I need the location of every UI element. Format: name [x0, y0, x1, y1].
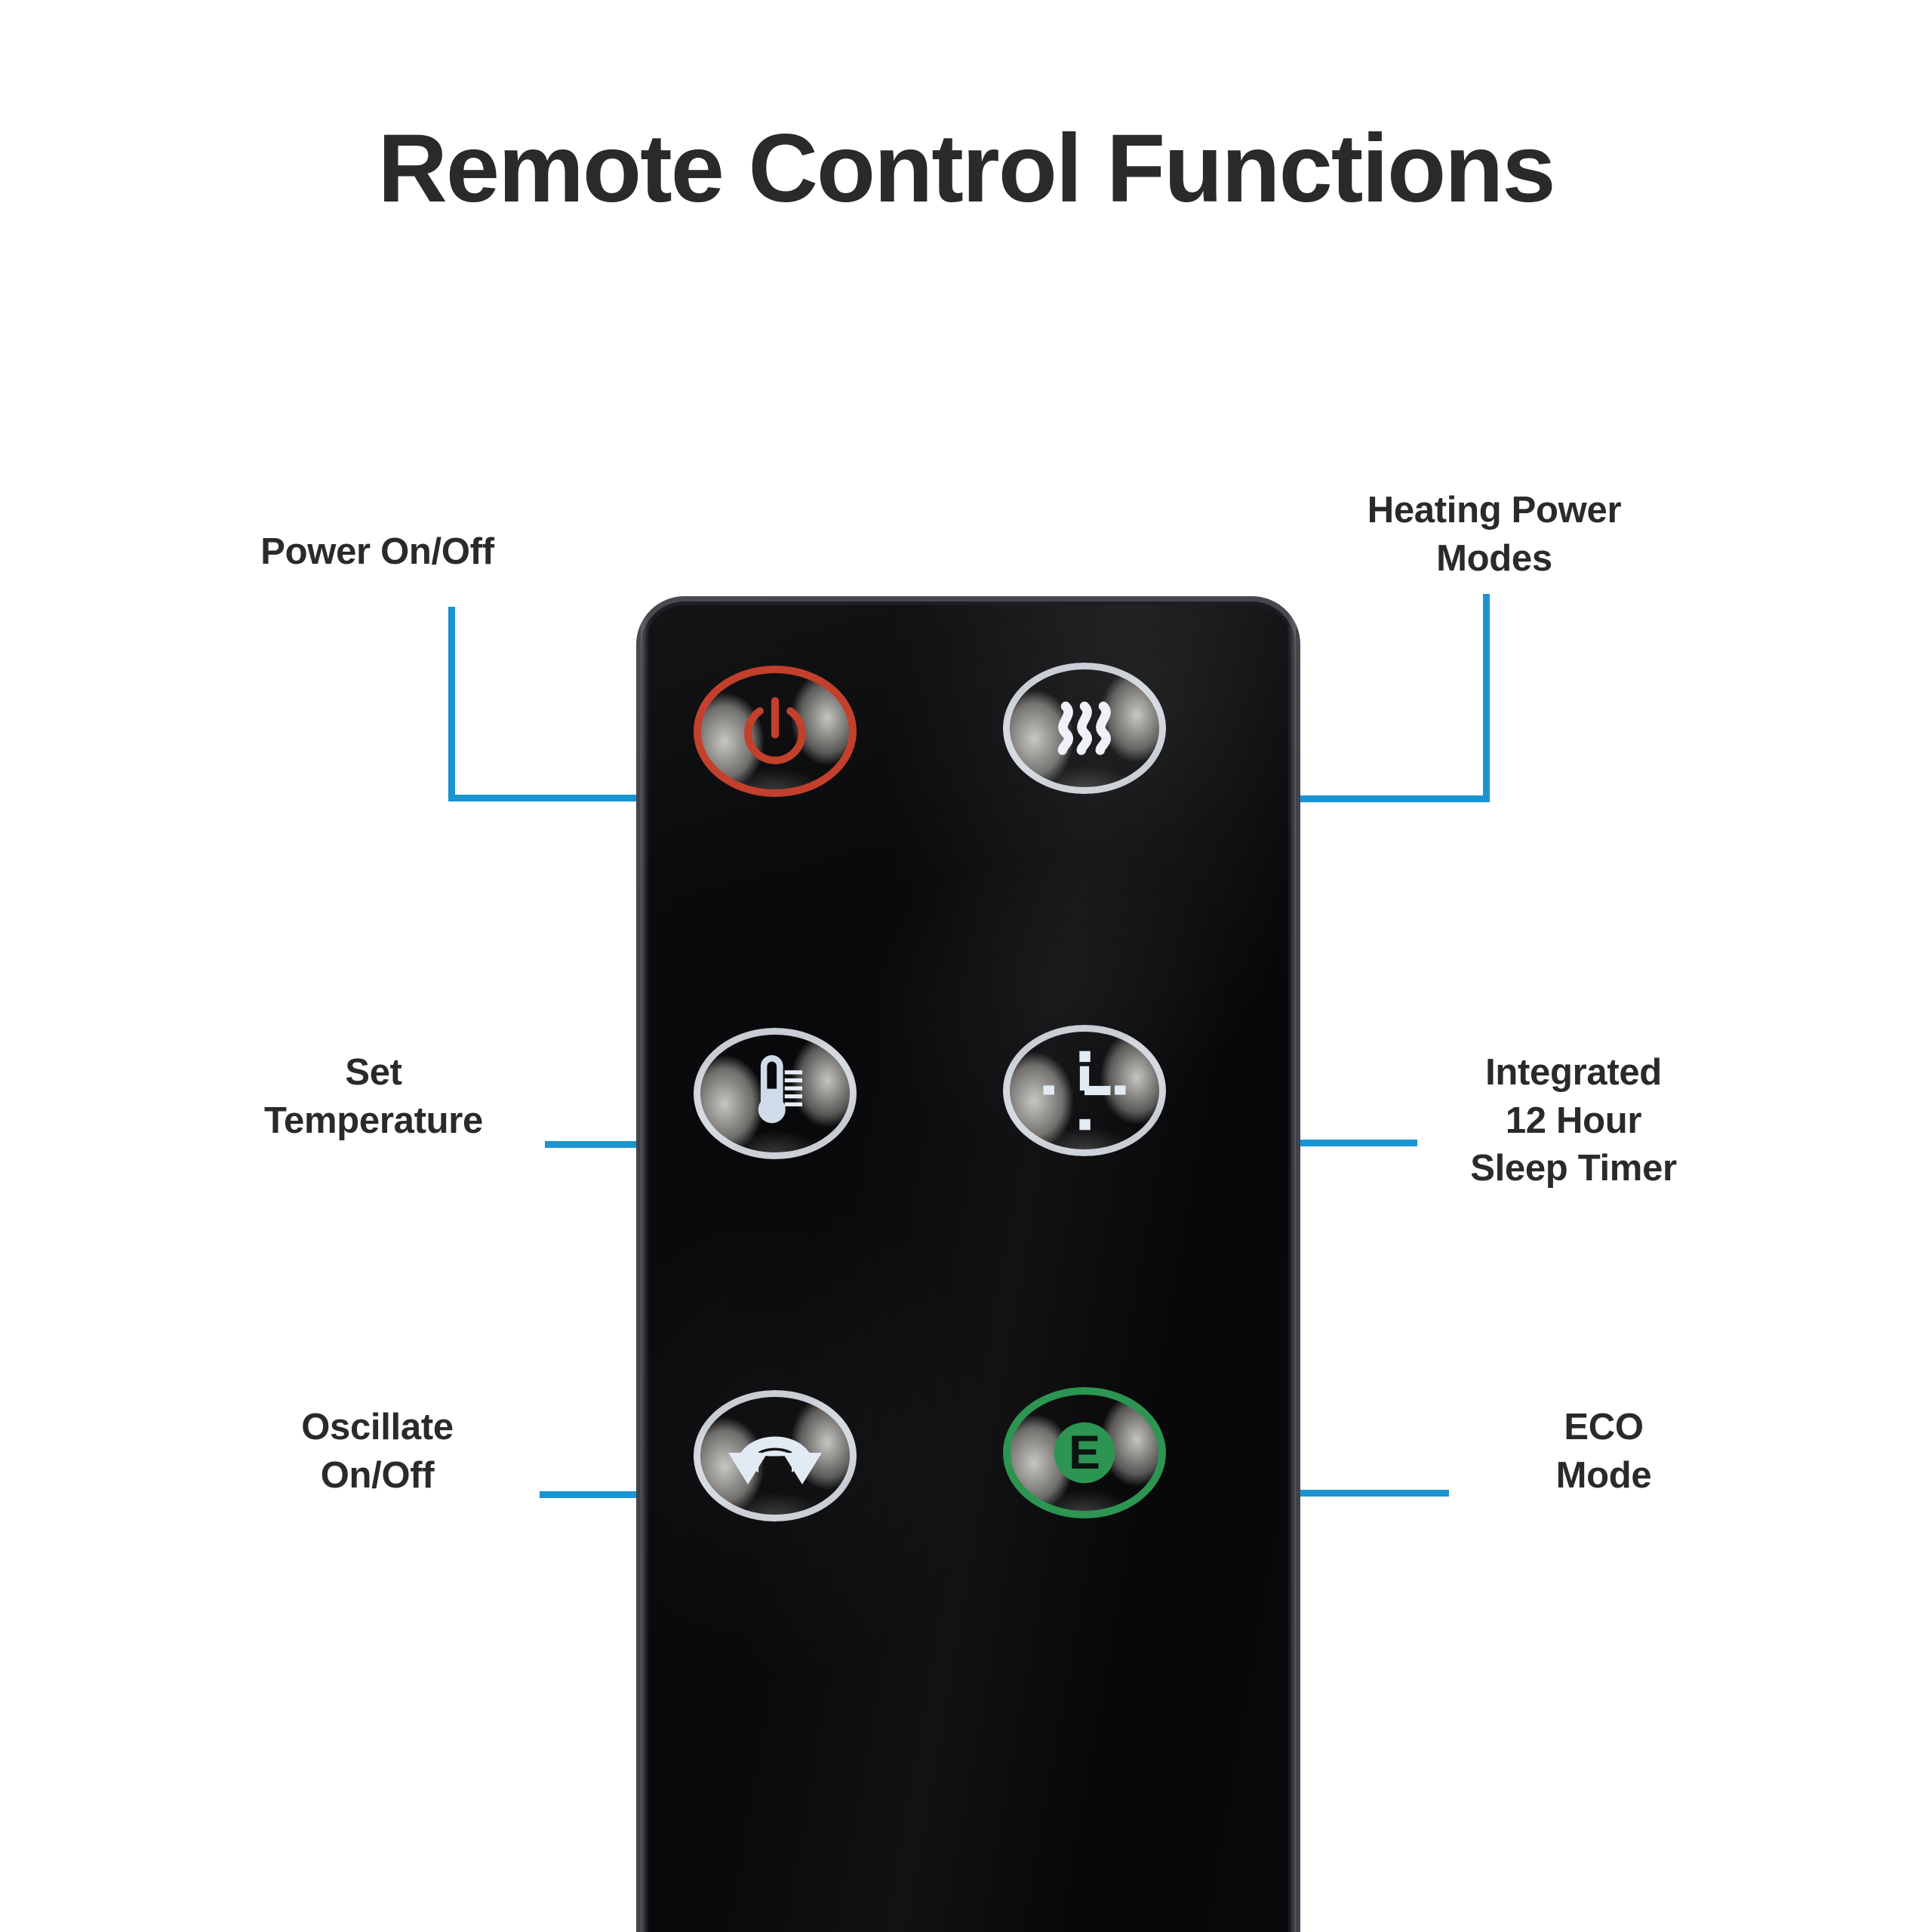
thermometer-icon [758, 1055, 803, 1124]
callout-label-heating-line2: Modes [1436, 537, 1552, 579]
callout-label-eco-line1: ECO [1564, 1407, 1644, 1447]
callout-label-oscillate-line1: Oscillate [301, 1407, 454, 1447]
callout-label-heating-line1: Heating Power [1367, 490, 1622, 531]
eco-letter: E [1069, 1426, 1100, 1479]
callout-label-temperature-line1: Set [345, 1052, 402, 1093]
sleep-timer-button[interactable] [1003, 1025, 1166, 1156]
oscillate-button[interactable] [694, 1390, 857, 1521]
heat-waves-icon [1057, 701, 1111, 755]
callout-label-eco: ECO Mode [1457, 1404, 1751, 1500]
eco-mode-button[interactable]: E [1003, 1387, 1166, 1518]
connector-power-vertical [448, 607, 455, 801]
power-icon [744, 697, 806, 764]
connector-heating-vertical [1483, 594, 1490, 802]
remote-control-body: E [636, 596, 1300, 1932]
connector-oscillate [540, 1491, 706, 1498]
callout-label-temperature: Set Temperature [219, 1049, 528, 1145]
heating-power-button[interactable] [1003, 663, 1166, 794]
callout-label-eco-line2: Mode [1555, 1454, 1652, 1496]
callout-label-oscillate-line2: On/Off [320, 1454, 435, 1496]
callout-label-oscillate: Oscillate On/Off [226, 1404, 528, 1500]
connector-heating-horizontal [1230, 795, 1490, 802]
callout-label-timer-line3: Sleep Timer [1470, 1148, 1677, 1189]
connector-temperature [545, 1141, 705, 1148]
eco-e-icon: E [1054, 1422, 1115, 1484]
clock-icon [1043, 1051, 1126, 1131]
oscillate-arrows-icon [728, 1436, 822, 1484]
page-title: Remote Control Functions [377, 115, 1555, 223]
set-temperature-button[interactable] [694, 1028, 857, 1159]
remote-right-bezel [1287, 596, 1296, 1932]
callout-label-temperature-line2: Temperature [264, 1100, 483, 1141]
callout-label-timer-line1: Integrated [1485, 1052, 1662, 1093]
callout-label-timer: Integrated 12 Hour Sleep Timer [1426, 1049, 1721, 1193]
power-button[interactable] [694, 666, 857, 797]
callout-label-power: Power On/Off [226, 528, 528, 577]
connector-timer [1230, 1140, 1417, 1146]
connector-eco [1230, 1490, 1449, 1497]
callout-label-timer-line2: 12 Hour [1505, 1100, 1642, 1141]
connector-power-horizontal [448, 795, 705, 801]
remote-gloss-sheen [636, 596, 1300, 1932]
callout-label-power-line1: Power On/Off [260, 531, 494, 572]
remote-left-bezel [641, 596, 649, 1932]
callout-label-heating: Heating Power Modes [1340, 487, 1649, 583]
